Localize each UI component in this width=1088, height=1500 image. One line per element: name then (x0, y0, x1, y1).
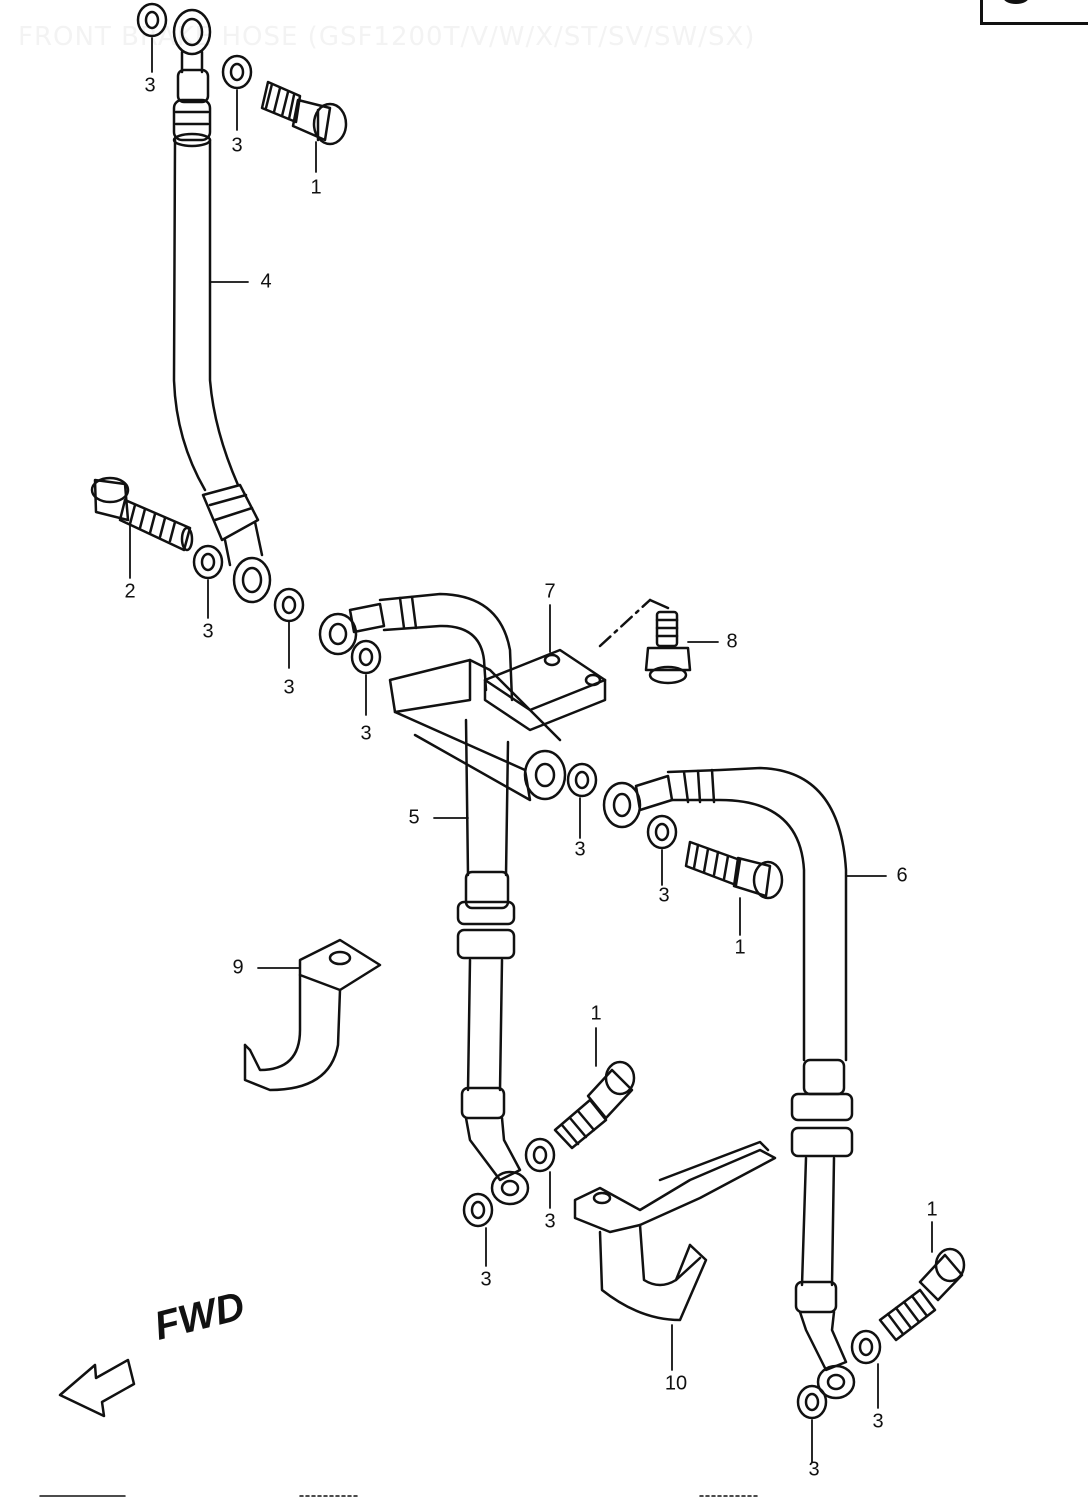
callout-washer-3: 3 (808, 1458, 820, 1481)
washer-center-lower-b (462, 1192, 494, 1228)
callout-joint-7: 7 (544, 580, 556, 603)
callout-washer-3: 3 (283, 676, 295, 699)
hose-clamp-10 (573, 1140, 777, 1322)
brake-hose-6 (602, 766, 856, 1400)
callout-washer-3: 3 (231, 134, 243, 157)
callout-washer-3: 3 (658, 884, 670, 907)
callout-bolt-1: 1 (734, 936, 746, 959)
callout-washer-3: 3 (480, 1268, 492, 1291)
forward-arrow-icon (58, 1358, 136, 1418)
washer-top-left (136, 2, 168, 38)
callout-bolt-1: 1 (926, 1198, 938, 1221)
washer-top-right (221, 54, 253, 90)
washer-center-lower-a (524, 1137, 556, 1173)
washer-joint-right (566, 762, 598, 798)
washer-joint-left (350, 639, 382, 675)
union-bolt-right-mid (684, 840, 784, 900)
callout-washer-3: 3 (544, 1210, 556, 1233)
washer-right-a (646, 814, 678, 850)
callout-washer-3: 3 (872, 1410, 884, 1433)
callout-clamp-10: 10 (664, 1372, 688, 1395)
brake-hose-upper-joint (318, 592, 514, 702)
bolt-8 (644, 610, 692, 685)
callout-washer-3: 3 (202, 620, 214, 643)
callout-bolt-1: 1 (310, 176, 322, 199)
brake-hose-joint-7 (388, 648, 607, 802)
callout-hose-6: 6 (896, 864, 908, 887)
union-bolt-2 (90, 476, 194, 552)
callout-washer-3: 3 (144, 74, 156, 97)
washer-lower-right-b (796, 1384, 828, 1420)
callout-hose-5: 5 (408, 806, 420, 829)
bolt-8-leader-dash (598, 598, 670, 648)
diagram-title: FRONT BRAKE HOSE (GSF1200T/V/W/X/ST/SV/S… (18, 22, 756, 52)
callout-hose-4: 4 (260, 270, 272, 293)
callout-bolt-8: 8 (726, 630, 738, 653)
callout-bolt-1: 1 (590, 1002, 602, 1025)
corner-page-tab (980, 0, 1088, 25)
callout-bolt-2: 2 (124, 580, 136, 603)
union-bolt-center-lower (553, 1060, 636, 1150)
washer-mid-b (273, 587, 305, 623)
brake-hose-4 (172, 8, 272, 604)
page-mark-icon (1003, 0, 1029, 4)
callout-washer-3: 3 (360, 722, 372, 745)
union-bolt-lower-right (878, 1247, 966, 1342)
callout-washer-3: 3 (574, 838, 586, 861)
union-bolt-top (260, 80, 348, 146)
callout-clamp-9: 9 (232, 956, 244, 979)
washer-lower-right-a (850, 1329, 882, 1365)
brake-hose-5 (456, 718, 530, 1206)
hose-clamp-9 (243, 938, 382, 1092)
leader-lines (129, 37, 933, 1463)
washer-mid-a (192, 544, 224, 580)
